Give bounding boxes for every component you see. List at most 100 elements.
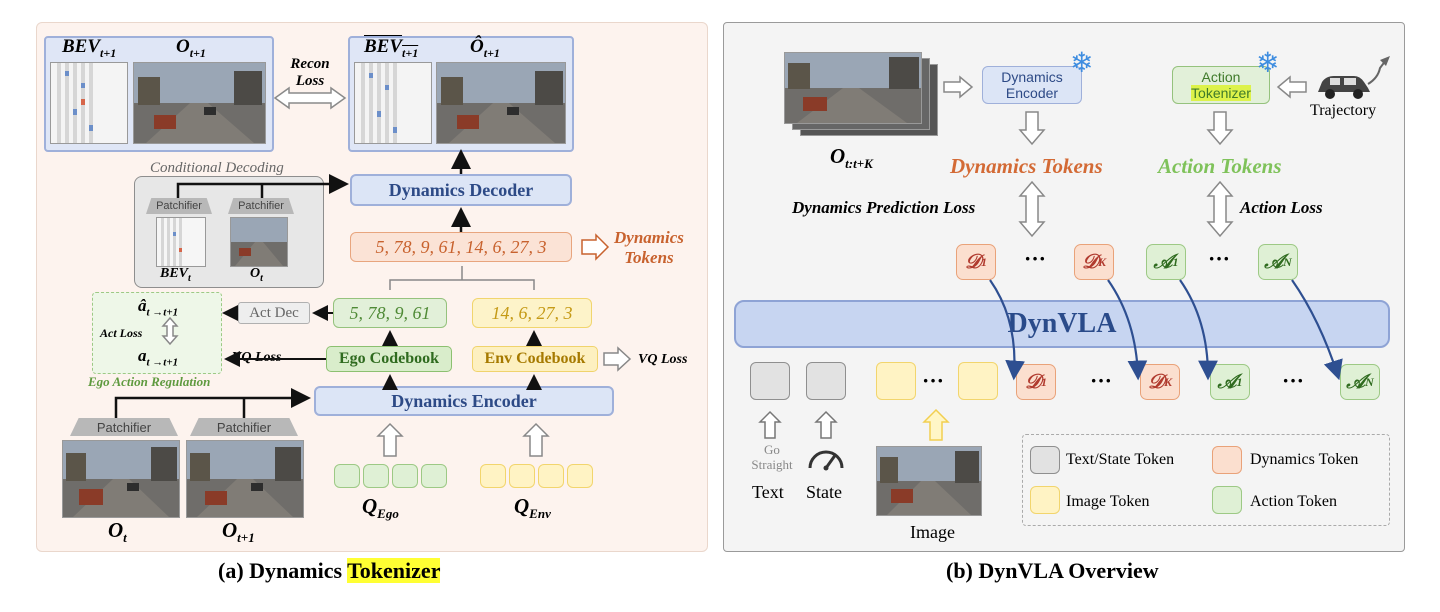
ellipsis: ··· [1090,368,1113,393]
ego-query-token [363,464,389,488]
driving-scene-graphic [437,63,565,143]
bev-next-label: BEVt+1 [62,36,117,60]
action-tokenizer-line2: Tokenizer [1191,85,1251,101]
camera-frame-t [62,440,180,518]
legend-swatch-action [1212,486,1242,514]
driving-scene-graphic [785,53,921,123]
image-input-label: Image [910,522,955,542]
dynamics-tokens-heading: Dynamics Tokens [950,154,1103,178]
text-token [750,362,790,400]
dynamics-tokens-label: Dynamics Tokens [614,228,684,267]
env-query-token [509,464,535,488]
legend-dynamics: Dynamics Token [1250,451,1359,468]
conditional-decoding-label: Conditional Decoding [150,160,284,176]
ego-query-token [421,464,447,488]
a-hat-label: ât →t+1 [138,296,179,319]
stacked-frame-front [784,52,922,124]
snowflake-icon: ❄ [1256,48,1280,79]
vq-loss-right-label: VQ Loss [638,352,688,367]
env-query-token [538,464,564,488]
ellipsis: ··· [922,368,945,393]
ego-action-regulation-label: Ego Action Regulation [88,374,211,389]
driving-scene-graphic [134,63,265,143]
bev-hat-image [354,62,432,144]
image-input-frame [876,446,982,516]
act-loss-label: Act Loss [100,326,143,340]
ellipsis: ··· [1282,368,1305,393]
driving-scene-graphic [877,447,981,515]
env-query-token [480,464,506,488]
env-token-sequence: 14, 6, 27, 3 [472,298,592,328]
driving-scene-graphic [187,441,303,517]
dynamics-decoder: Dynamics Decoder [350,174,572,206]
speedometer-icon [808,450,844,471]
trajectory-label: Trajectory [1310,102,1377,119]
state-input-label: State [806,482,842,502]
car-trajectory-icon [1318,56,1390,99]
dynamics-encoder: Dynamics Encoder [314,386,614,416]
patchifier-o: Patchifier [228,198,294,214]
driving-scene-graphic [63,441,179,517]
act-dec-box: Act Dec [238,302,310,324]
q-env-label: QEnv [514,494,551,522]
state-token [806,362,846,400]
legend-action: Action Token [1250,493,1338,510]
o-range-label: Ot:t+K [830,144,873,172]
ego-query-token [334,464,360,488]
patchifier-bev: Patchifier [146,198,212,214]
legend-swatch-image [1030,486,1060,514]
ellipsis: ··· [1024,246,1047,271]
o-next-label: Ot+1 [176,36,206,60]
patchifier-ot1: Patchifier [190,418,298,436]
ego-codebook: Ego Codebook [326,346,452,372]
image-token [876,362,916,400]
legend-text-state: Text/State Token [1066,451,1175,468]
bev-t-label: BEVt [160,266,191,284]
bev-t-image [156,217,206,267]
bev-map-image [50,62,128,144]
legend-image: Image Token [1066,493,1150,510]
action-loss-label: Action Loss [1240,198,1323,217]
ego-action-regulation-box [92,292,222,374]
patchifier-ot: Patchifier [70,418,178,436]
action-tokenizer-frozen: Action Tokenizer [1172,66,1270,104]
dynamics-encoder-frozen: Dynamics Encoder [982,66,1082,104]
dynamics-prediction-loss-label: Dynamics Prediction Loss [792,198,976,217]
driving-scene-graphic [231,218,287,266]
legend-swatch-dynamics [1212,446,1242,474]
image-token [958,362,998,400]
q-ego-label: QEgo [362,494,399,522]
camera-frame-recon [436,62,566,144]
o-t-small-label: Ot [250,266,263,284]
legend-box [1022,434,1390,526]
snowflake-icon: ❄ [1070,48,1094,79]
o-t-label: Ot [108,518,127,546]
dynamics-token-sequence: 5, 78, 9, 61, 14, 6, 27, 3 [350,232,572,262]
ellipsis: ··· [1208,246,1231,271]
bev-map-graphic [51,63,127,143]
action-tokenizer-line1: Action [1201,69,1241,85]
camera-frame-t1 [186,440,304,518]
camera-frame-t-small [230,217,288,267]
action-tokens-heading: Action Tokens [1158,154,1282,178]
bev-hat-graphic [355,63,431,143]
o-hat-label: Ôt+1 [470,36,500,60]
a-true-label: at →t+1 [138,346,179,369]
caption-b: (b) DynVLA Overview [946,558,1159,583]
text-input-label: Text [752,482,784,502]
bev-hat-label: BEVt+1 [364,36,419,60]
legend-swatch-text-state [1030,446,1060,474]
caption-a: (a) Dynamics Tokenizer [218,558,441,583]
env-query-token [567,464,593,488]
env-codebook: Env Codebook [472,346,598,372]
ego-query-token [392,464,418,488]
dynvla-model-bar: DynVLA [734,300,1390,348]
vq-loss-left-label: VQ Loss [232,350,282,365]
